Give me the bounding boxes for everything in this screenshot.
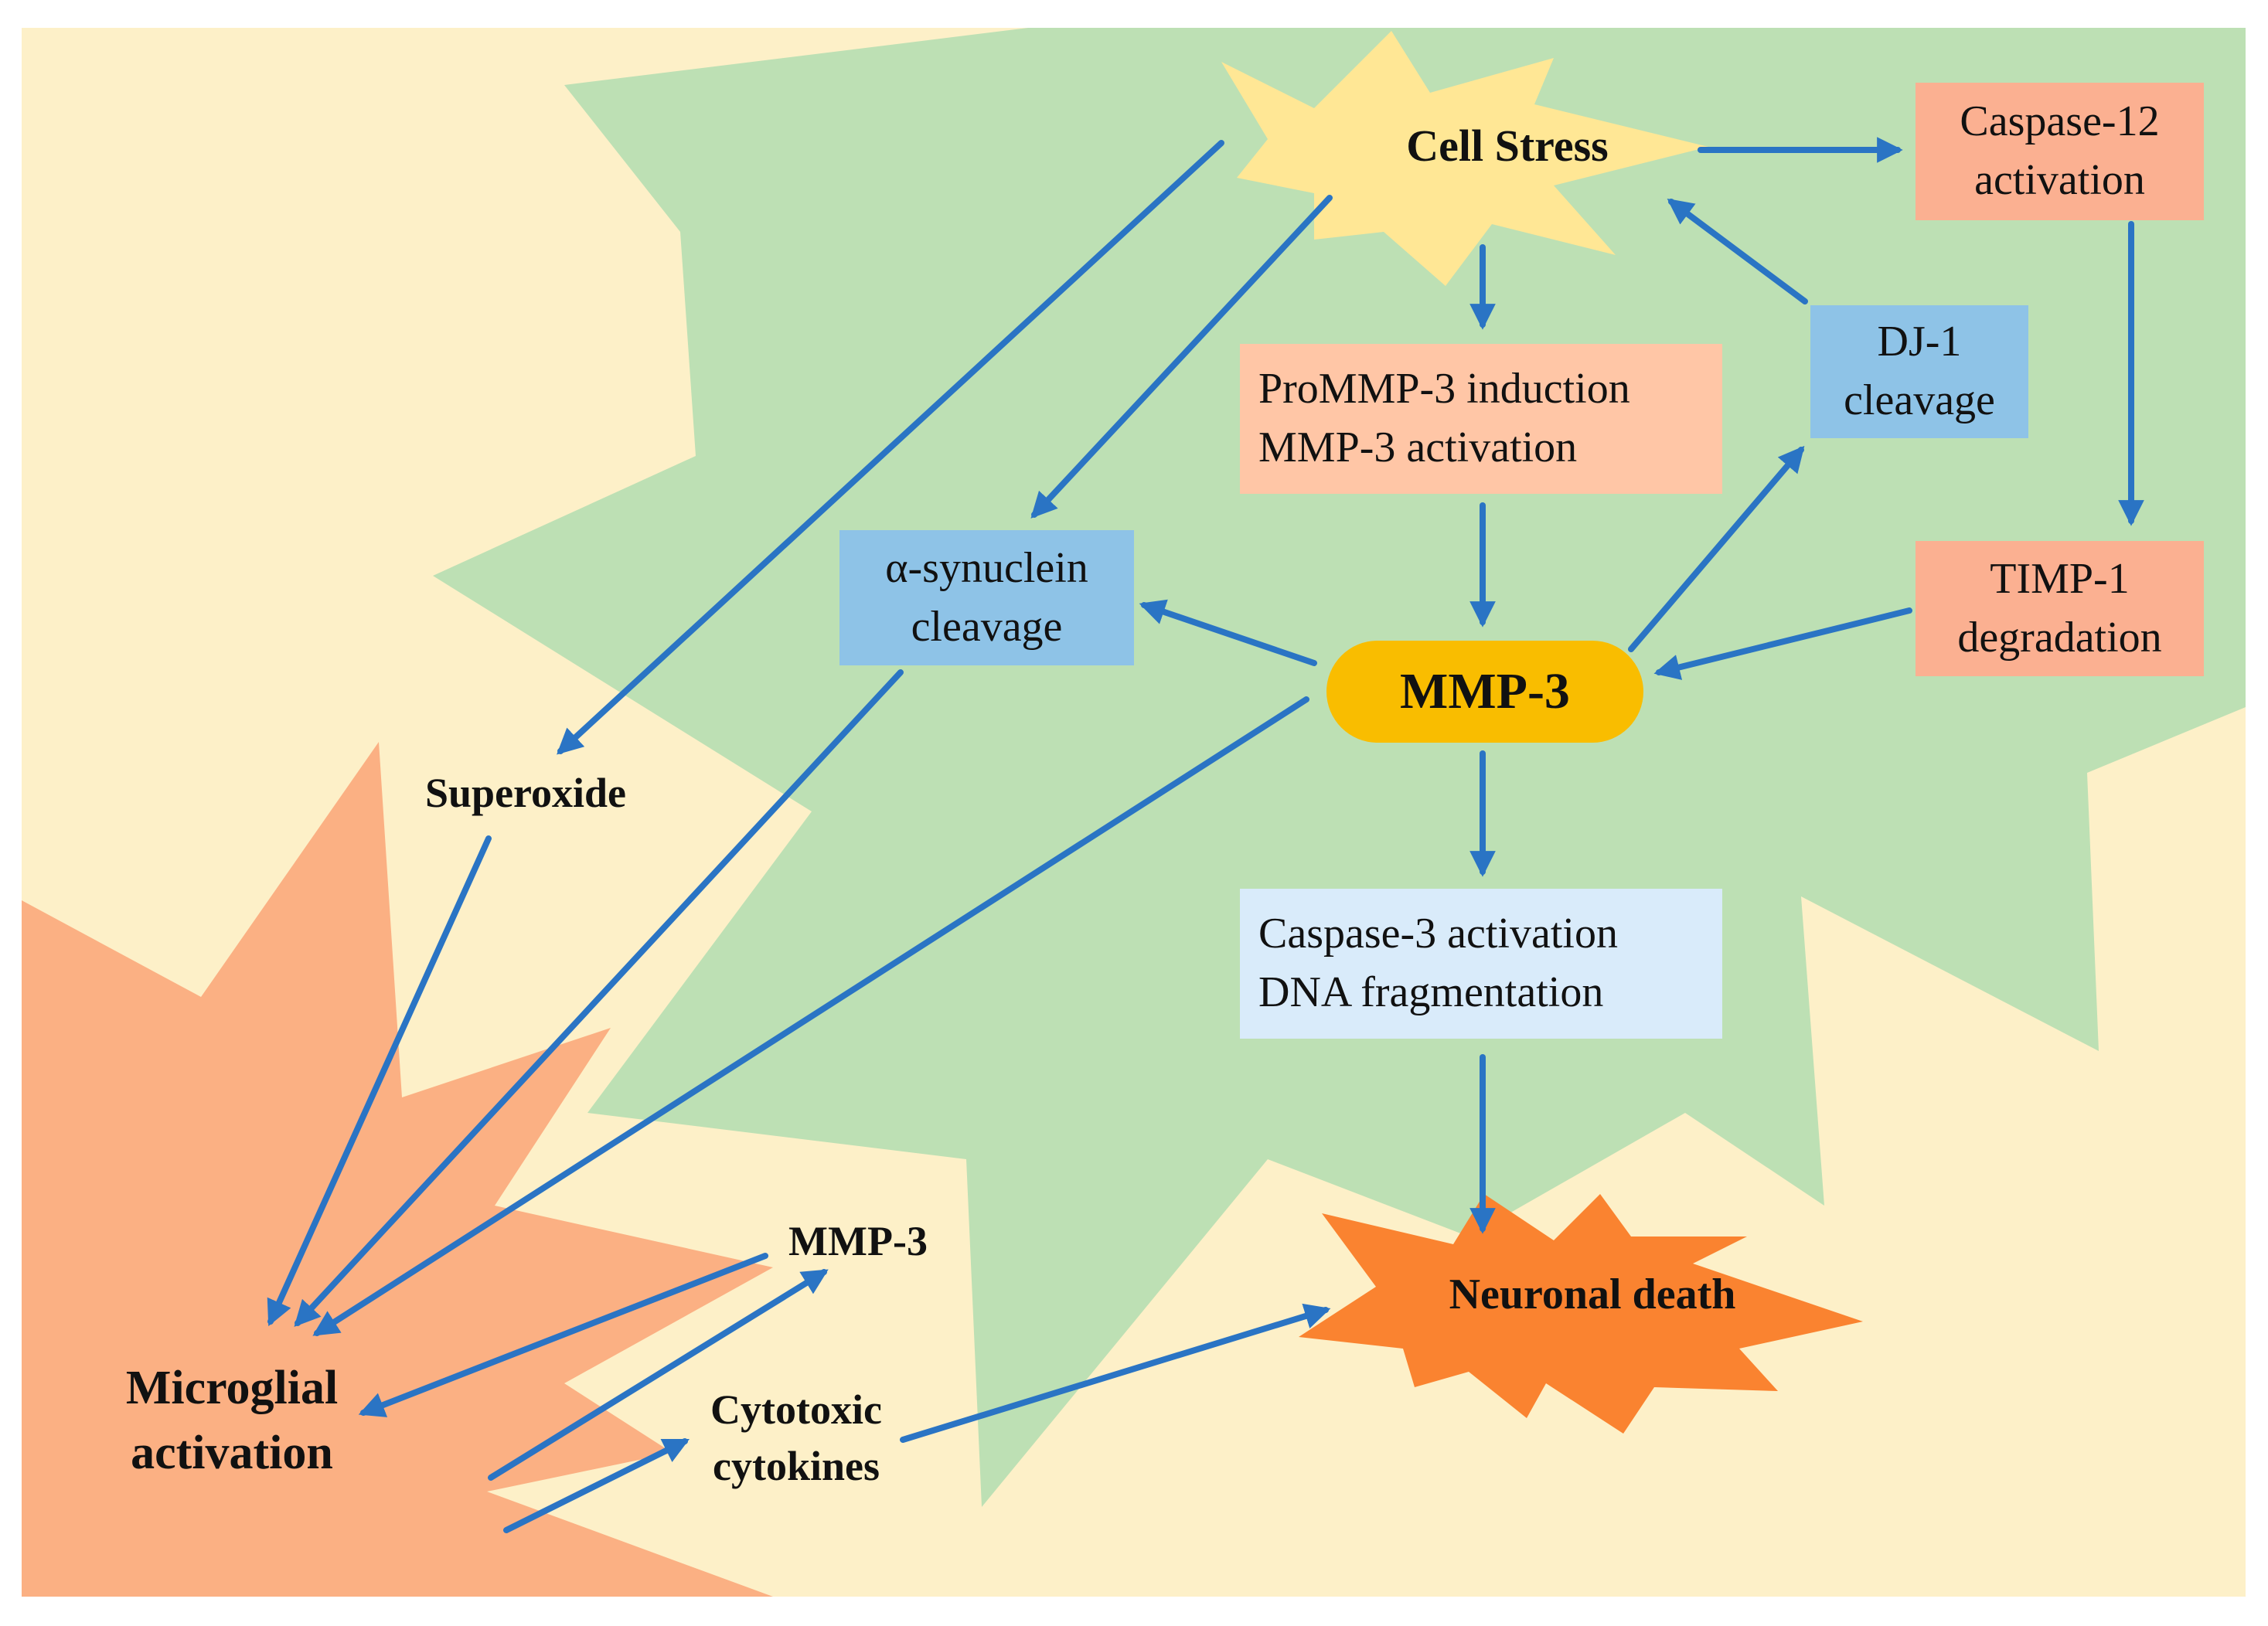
arrow-dj1-to-cellstress — [1667, 198, 1808, 304]
mmp3-node: MMP-3 — [1326, 641, 1643, 743]
microglia-region — [22, 742, 773, 1597]
cell-stress-burst — [1221, 31, 1708, 286]
alpha-synuclein-box: α-synuclein cleavage — [839, 530, 1134, 665]
caspase3-box: Caspase-3 activation DNA fragmentation — [1240, 889, 1722, 1039]
superoxide-label: Superoxide — [424, 770, 627, 816]
arrow-cellstress-to-alpha-synuclein — [1030, 195, 1333, 519]
arrow-cellstress-to-superoxide — [557, 140, 1224, 755]
neuronal-death-burst — [1299, 1194, 1863, 1434]
arrow-cytokines-to-neuronal-death — [900, 1303, 1331, 1443]
arrow-superoxide-to-microglial — [267, 835, 492, 1327]
microglial-activation-label: Microglial activation — [125, 1362, 339, 1479]
cell-region — [433, 28, 2246, 1507]
arrow-mmp3-to-dj1 — [1628, 445, 1805, 652]
prommp3-box: ProMMP-3 induction MMP-3 activation — [1240, 344, 1722, 494]
arrow-timp1-to-mmp3 — [1653, 607, 1912, 680]
arrows-group — [267, 137, 2144, 1533]
arrow-microglial-to-released-mmp3 — [488, 1269, 829, 1481]
cytotoxic-cytokines-label: Cytotoxic cytokines — [710, 1386, 882, 1489]
arrow-released-mmp3-to-microglial — [358, 1253, 768, 1417]
caspase12-box: Caspase-12 activation — [1916, 83, 2204, 220]
cell-stress-label: Cell Stress — [1406, 121, 1609, 171]
arrow-mmp3-to-microglial — [312, 696, 1309, 1336]
arrow-alpha-synuclein-to-microglial — [294, 669, 904, 1327]
dj1-box: DJ-1 cleavage — [1810, 305, 2028, 438]
timp1-box: TIMP-1 degradation — [1916, 541, 2204, 676]
released-mmp3-label: MMP-3 — [788, 1218, 928, 1264]
arrow-microglial-to-cytokines — [503, 1438, 690, 1533]
neuronal-death-label: Neuronal death — [1449, 1271, 1736, 1318]
arrow-mmp3-to-alpha-synuclein — [1139, 599, 1317, 666]
